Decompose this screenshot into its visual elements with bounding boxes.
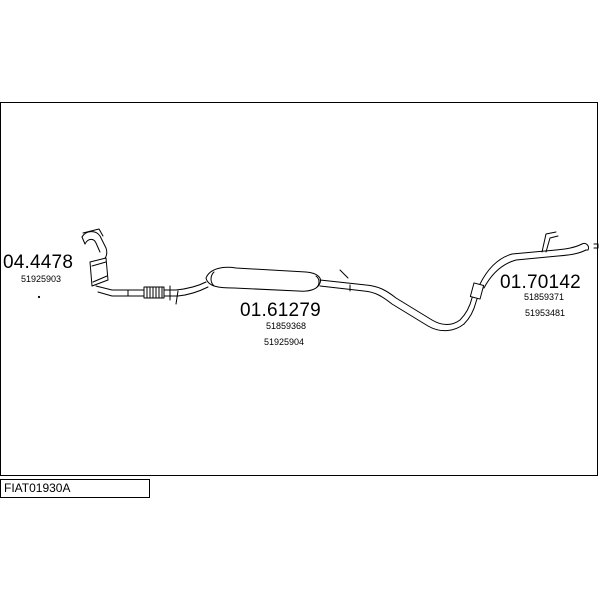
marker-dot xyxy=(37,295,41,299)
oem-reference: 51859371 xyxy=(524,292,565,302)
diagram-code-label: FIAT01930A xyxy=(0,479,150,498)
oem-reference: 51953481 xyxy=(525,308,566,318)
rear-pipe-part xyxy=(459,231,599,325)
part-number-label: 01.70142 xyxy=(500,272,581,293)
diagram-frame xyxy=(0,102,598,476)
oem-reference: 51859368 xyxy=(266,321,307,331)
catalytic-converter-part xyxy=(81,228,129,297)
part-number-label: 01.61279 xyxy=(240,300,321,321)
middle-silencer-part xyxy=(205,266,465,332)
front-pipe-part xyxy=(127,281,209,305)
oem-reference: 51925904 xyxy=(264,337,305,347)
oem-reference: 51925903 xyxy=(21,274,62,284)
part-number-label: 04.4478 xyxy=(3,252,74,273)
